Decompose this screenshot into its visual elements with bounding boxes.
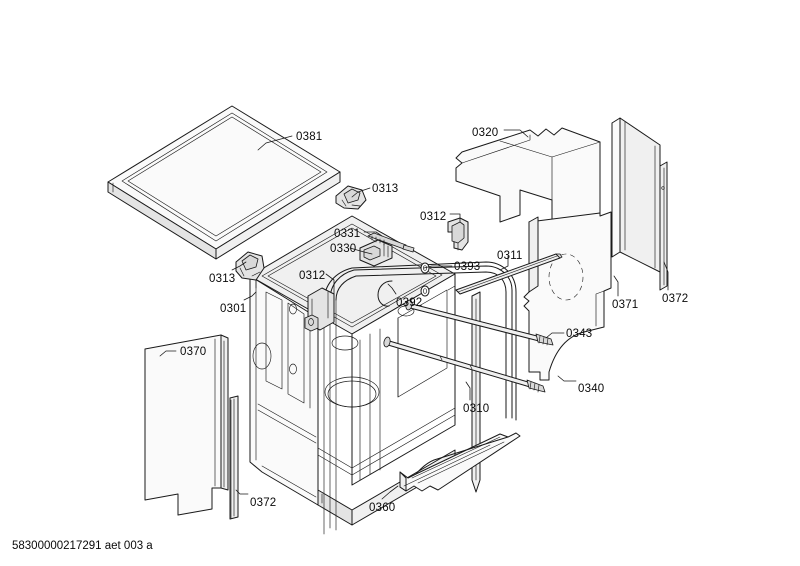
leader-line-latch-spring <box>363 231 383 237</box>
callout-label-cabinet-tub: 0301 <box>220 303 247 315</box>
leader-line-retaining-bracket <box>449 213 461 223</box>
callout-label-tension-rod-upper: 0343 <box>566 328 593 340</box>
part-0371-insulation-panel-right <box>523 211 612 381</box>
part-0340-tension-rod-lower <box>383 336 546 393</box>
callout-label-hinge-bracket-rear: 0313 <box>372 183 399 195</box>
part-0392-retaining-clip <box>377 280 393 307</box>
callout-label-insulation-mat-top: 0320 <box>472 127 499 139</box>
sheet-footer-code: 58300000217291 aet 003 a <box>12 540 153 552</box>
leader-line-hinge-bracket-rear <box>351 187 371 198</box>
leader-line-door-latch <box>349 247 373 255</box>
part-0331-latch-spring <box>367 232 415 253</box>
leader-line-door-seal <box>465 381 471 401</box>
callout-label-worktop-panel: 0381 <box>296 131 323 143</box>
leader-line-insulation-panel-right <box>613 275 619 297</box>
part-0312-retaining-bracket-front <box>304 287 335 332</box>
leader-line-worktop-panel <box>257 135 293 151</box>
leader-line-insulation-panel-left <box>159 350 177 357</box>
callout-label-insulation-panel-right: 0371 <box>612 299 639 311</box>
callout-label-upper-rail: 0311 <box>497 250 523 262</box>
callout-label-insulation-strip-right: 0372 <box>662 293 689 305</box>
callout-label-retaining-bracket-front: 0312 <box>299 270 326 282</box>
callout-label-tension-rod-lower: 0340 <box>578 383 605 395</box>
leader-line-base-plinth-trim <box>381 485 399 500</box>
callout-label-door-seal: 0310 <box>463 403 490 415</box>
part-0312-retaining-bracket-detached <box>447 217 469 251</box>
callout-label-retaining-bracket: 0312 <box>420 211 447 223</box>
part-0360-base-plinth-trim <box>399 432 521 492</box>
callout-label-insulation-panel-left: 0370 <box>180 346 207 358</box>
part-0372-insulation-strip-right <box>659 161 668 291</box>
callout-label-retaining-clip: 0392 <box>396 297 423 309</box>
part-0313-hinge-bracket-front <box>235 251 265 291</box>
leader-line-cabinet-tub <box>243 291 257 301</box>
callout-label-base-plinth-trim: 0360 <box>369 502 396 514</box>
callout-label-washer: 0393 <box>454 261 481 273</box>
part-0330-door-latch <box>359 239 393 267</box>
leader-line-insulation-strip-right <box>663 261 669 291</box>
part-0320-insulation-mat <box>455 127 601 229</box>
leader-line-retaining-bracket-front <box>325 273 335 297</box>
leader-line-insulation-mat-top <box>503 129 529 138</box>
callout-label-hinge-bracket-front: 0313 <box>209 273 236 285</box>
callout-label-latch-spring: 0331 <box>334 228 361 240</box>
callout-label-door-latch: 0330 <box>330 243 357 255</box>
leader-line-insulation-strip-left <box>235 489 249 495</box>
part-0311-upper-rail <box>455 253 563 295</box>
leader-line-tension-rod-upper <box>545 332 565 339</box>
part-0381-worktop <box>107 105 341 260</box>
leader-line-retaining-clip <box>387 283 397 295</box>
part-0371-back-upright <box>611 117 661 273</box>
leader-line-upper-rail <box>499 255 509 271</box>
part-0313-hinge-bracket-rear <box>335 185 367 210</box>
callout-leader-lines <box>159 129 669 500</box>
part-0372-insulation-strip-left <box>229 395 239 520</box>
leader-line-hinge-bracket-front <box>231 261 247 271</box>
leader-line-tension-rod-lower <box>557 375 577 382</box>
leader-line-washer <box>423 265 453 269</box>
callout-label-insulation-strip-left: 0372 <box>250 497 277 509</box>
part-0370-insulation-panel-left <box>144 334 229 516</box>
part-0343-tension-rod-upper <box>405 299 554 346</box>
